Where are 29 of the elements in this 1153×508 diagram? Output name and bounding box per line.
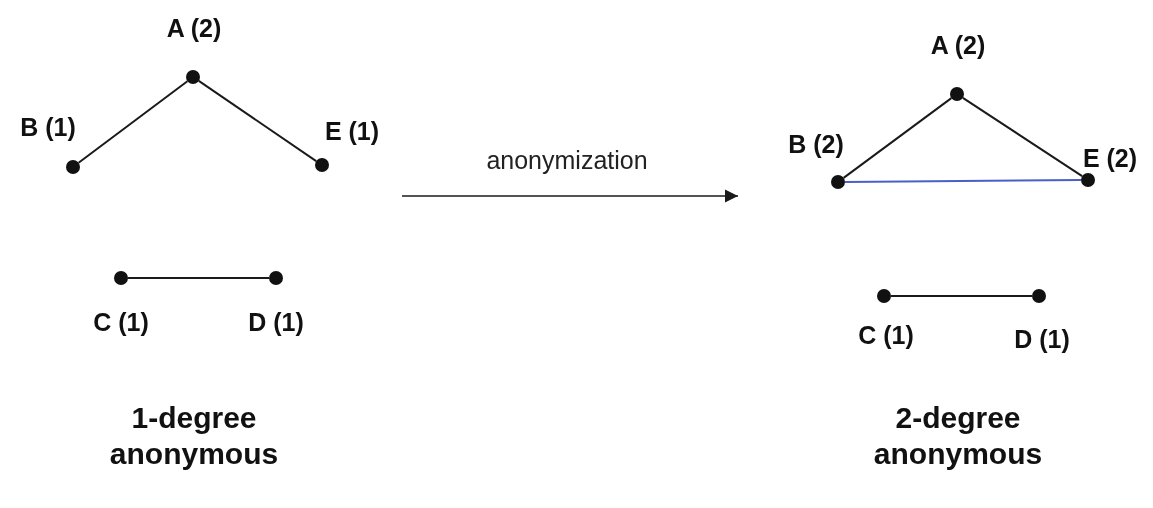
vertex-label: E (2) <box>1082 143 1138 173</box>
graph-vertex <box>831 175 845 189</box>
graph-vertex <box>950 87 964 101</box>
vertex-label: B (1) <box>20 112 76 142</box>
vertex-label: E (1) <box>324 116 380 146</box>
vertex-label: B (2) <box>788 129 844 159</box>
vertex-label: C (1) <box>858 320 914 350</box>
graph-edge <box>842 97 953 179</box>
vertex-label: D (1) <box>1014 324 1070 354</box>
graph-edge <box>77 80 189 164</box>
graph-vertex <box>66 160 80 174</box>
graph-vertex <box>186 70 200 84</box>
graph-vertex <box>877 289 891 303</box>
graph-vertex <box>1081 173 1095 187</box>
graph-edge <box>844 179 1082 183</box>
graph-vertex <box>269 271 283 285</box>
graph-caption: 1-degree anonymous <box>108 400 280 472</box>
vertex-label: D (1) <box>248 307 304 337</box>
graph-vertex <box>1032 289 1046 303</box>
graph-vertex <box>315 158 329 172</box>
graph-edge <box>961 96 1084 178</box>
graph-edge <box>197 79 318 163</box>
vertex-label: A (2) <box>166 13 222 43</box>
vertex-label: A (2) <box>930 30 986 60</box>
graph-caption: 2-degree anonymous <box>872 400 1044 472</box>
graph-edge <box>127 277 270 279</box>
graph-vertex <box>114 271 128 285</box>
vertex-label: C (1) <box>93 307 149 337</box>
graph-edge <box>890 295 1033 297</box>
